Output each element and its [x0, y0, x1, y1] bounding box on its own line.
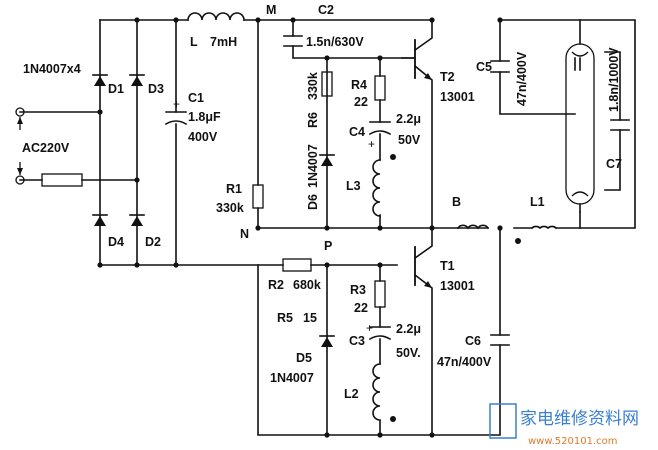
d6-label: D6: [306, 194, 320, 210]
diode-d3: [129, 74, 145, 86]
t1-part: 13001: [440, 279, 475, 293]
capacitor-c4: +: [368, 121, 392, 151]
l3-label: L3: [346, 179, 361, 193]
c4-label: C4: [349, 125, 365, 139]
diode-d5: [319, 335, 335, 347]
svg-text:+: +: [366, 321, 373, 335]
junction-dots: [97, 17, 503, 438]
t2-label: T2: [440, 70, 455, 84]
c6-value: 47n/400V: [437, 355, 492, 369]
diode-d4: [92, 214, 108, 226]
resistor-r4: [374, 75, 386, 101]
resistor-r6: [321, 71, 333, 97]
c6-label: C6: [465, 334, 481, 348]
bridge-diodes: [92, 74, 145, 226]
inductor-l2: [372, 363, 396, 422]
bridge-part-label: 1N4007x4: [23, 62, 81, 76]
r3-label: R3: [350, 283, 366, 297]
capacitor-c6: [490, 334, 510, 346]
d4-label: D4: [108, 235, 124, 249]
capacitor-c2: [283, 35, 303, 47]
l2-label: L2: [344, 387, 359, 401]
r1-value: 330k: [216, 201, 244, 215]
c4-value: 2.2μ: [396, 112, 421, 126]
l-value: 7mH: [210, 35, 237, 49]
labels: 1N4007x4 D1 D3 D4 D2 AC220V L 7mH C1 1.8…: [22, 3, 622, 401]
inductor-b: [456, 224, 490, 230]
r6-value: 330k: [306, 72, 320, 100]
fluorescent-lamp: [565, 19, 595, 213]
capacitor-c3: +: [366, 321, 392, 341]
watermark: 家电维修资料网 www.520101.com: [489, 403, 639, 447]
svg-text:+: +: [368, 137, 375, 151]
capacitor-c5: [490, 60, 510, 73]
d2-label: D2: [145, 235, 161, 249]
r2-label: R2: [268, 278, 284, 292]
diode-d2: [129, 214, 145, 226]
c2-value: 1.5n/630V: [306, 35, 364, 49]
c5-label: C5: [476, 60, 492, 74]
c1-value: 1.8μF: [188, 110, 221, 124]
resistor-r3: [374, 280, 386, 308]
watermark-url: www.520101.com: [528, 436, 618, 447]
ac-input-terminals: [15, 107, 83, 187]
t2-part: 13001: [440, 90, 475, 104]
l-label: L: [190, 35, 198, 49]
capacitor-c7: [610, 119, 630, 131]
r6-label: R6: [306, 112, 320, 128]
node-m-label: M: [266, 3, 276, 17]
wires: [19, 19, 636, 436]
diode-d1: [92, 74, 108, 86]
c3-voltage: 50V.: [396, 346, 421, 360]
r5-value: 15: [303, 311, 317, 325]
c3-value: 2.2μ: [396, 322, 421, 336]
diode-d6: [319, 154, 335, 166]
d1-label: D1: [108, 82, 124, 96]
c3-label: C3: [349, 334, 365, 348]
node-n-label: N: [240, 227, 249, 241]
resistor-r1: [252, 184, 264, 209]
d5-part: 1N4007: [270, 371, 314, 385]
svg-text:+: +: [173, 97, 180, 111]
watermark-logo: [489, 403, 517, 439]
b-label: B: [452, 195, 461, 209]
c7-value: 1.8n/1000V: [607, 47, 621, 112]
inductor-l: [187, 12, 245, 21]
ac-input-label: AC220V: [22, 141, 70, 155]
l1-label: L1: [530, 195, 545, 209]
d3-label: D3: [148, 82, 164, 96]
inductor-l3: [372, 154, 396, 217]
r3-value: 22: [354, 301, 368, 315]
d6-part: 1N4007: [306, 144, 320, 188]
c5-value: 47n/400V: [515, 51, 529, 106]
resistor-r2: [282, 258, 312, 272]
c1-voltage: 400V: [188, 130, 218, 144]
node-p-label: P: [324, 239, 332, 253]
watermark-site: 家电维修资料网: [520, 409, 639, 429]
c1-label: C1: [188, 91, 204, 105]
c2-label: C2: [318, 3, 334, 17]
d5-label: D5: [296, 351, 312, 365]
capacitor-c1: +: [164, 97, 188, 126]
c4-voltage: 50V: [398, 133, 421, 147]
r4-label: R4: [351, 78, 367, 92]
inductor-l1: [515, 225, 558, 244]
r2-value: 680k: [293, 278, 321, 292]
r5-label: R5: [277, 311, 293, 325]
c7-label: C7: [606, 157, 622, 171]
r4-value: 22: [354, 95, 368, 109]
r1-label: R1: [226, 182, 242, 196]
t1-label: T1: [440, 259, 455, 273]
